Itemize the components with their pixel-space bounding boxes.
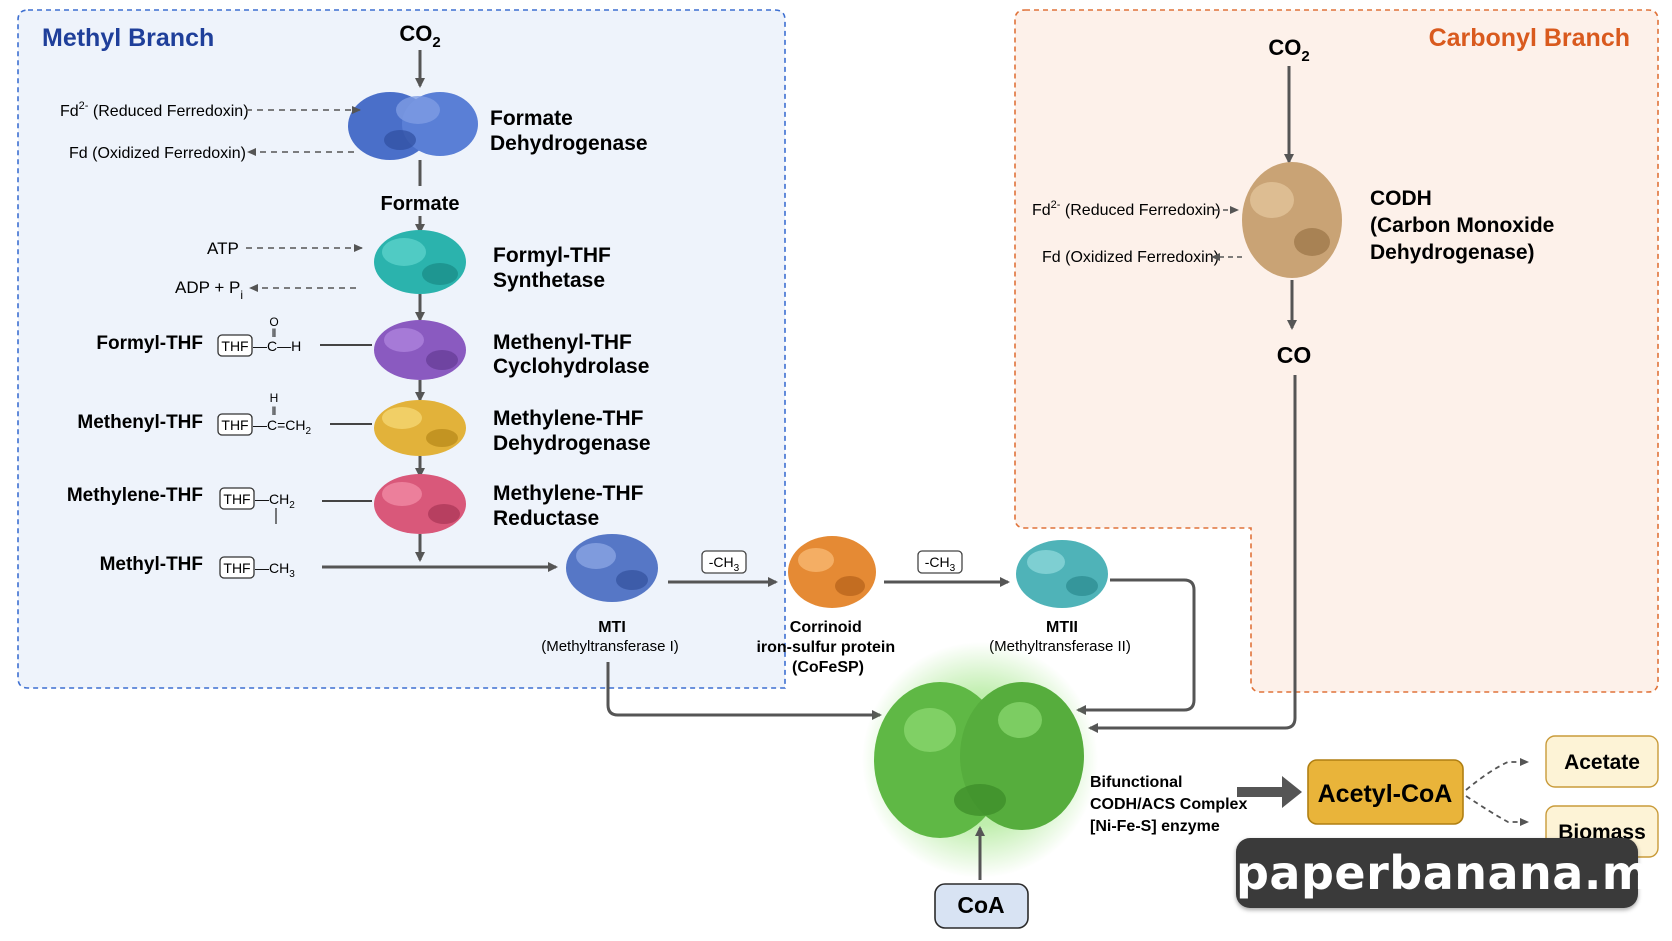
fts-label: Formyl-THF Synthetase	[493, 244, 617, 292]
formate-label: Formate	[381, 193, 460, 215]
adp-label: ADP + Pi	[175, 278, 243, 302]
intermediate-methylene-thf: Methylene-THF THF —CH2	[67, 485, 372, 524]
intermediate-formyl-thf: Formyl-THF THF O ‖ —C—H	[96, 315, 372, 357]
methyl-co2: CO2	[399, 21, 440, 51]
mti-enzyme	[566, 534, 658, 602]
carbonyl-fd-oxidized: Fd (Oxidized Ferredoxin)	[1042, 249, 1219, 266]
methyl-fd-reduced: Fd2- (Reduced Ferredoxin)	[60, 100, 249, 120]
thf-box: THF	[223, 491, 250, 507]
thf-box: THF	[221, 338, 248, 354]
cyclo-label: Methenyl-THF Cyclohydrolase	[493, 331, 649, 378]
arrow-mti-to-complex	[606, 662, 882, 720]
methylene-thf-reductase-enzyme	[374, 474, 466, 534]
carbonyl-branch-title: Carbonyl Branch	[1429, 24, 1630, 52]
coa-box	[934, 883, 1029, 929]
ch3-label-a: -CH3	[709, 554, 740, 574]
thf-box: THF	[223, 560, 250, 576]
intermediate-methyl-thf: Methyl-THF THF —CH3	[100, 554, 296, 580]
co-label: CO	[1277, 342, 1312, 368]
methyl-fd-oxidized: Fd (Oxidized Ferredoxin)	[69, 145, 246, 162]
arrow-acetyl-to-acetate	[1465, 758, 1529, 791]
mti-label: MTI	[598, 619, 626, 636]
carbonyl-o: O	[269, 315, 278, 329]
carbonyl-co2: CO2	[1268, 35, 1309, 65]
intermediate-name: Formyl-THF	[96, 333, 203, 354]
codh-label: CODH (Carbon Monoxide Dehydrogenase)	[1370, 187, 1560, 264]
cofesp-enzyme	[788, 536, 876, 608]
methyl-formula: —CH3	[255, 560, 295, 580]
codh-acs-complex-enzyme	[874, 682, 1084, 838]
cofesp-label: Corrinoid iron-sulfur protein (CoFeSP)	[756, 619, 899, 676]
thf-box: THF	[221, 417, 248, 433]
intermediate-methenyl-thf: Methenyl-THF THF H ‖ —C=CH2	[77, 391, 372, 437]
acetyl-coa-box	[1307, 759, 1464, 825]
methylene-formula: —CH2	[255, 491, 295, 511]
mthd-label: Methylene-THF Dehydrogenase	[493, 407, 651, 455]
acetyl-coa-label: Acetyl-CoA	[1318, 780, 1453, 808]
mtii-enzyme	[1016, 540, 1108, 608]
fdh-label: Formate Dehydrogenase	[490, 107, 648, 155]
mtii-label: MTII	[1046, 619, 1078, 636]
carbonyl-branch-region	[1014, 9, 1659, 693]
intermediate-name: Methyl-THF	[100, 554, 203, 575]
methylene-thf-dehydrogenase-enzyme	[374, 400, 466, 456]
coa-label: CoA	[957, 892, 1004, 918]
formyl-formula: —C—H	[253, 338, 301, 354]
complex-label: Bifunctional CODH/ACS Complex [Ni-Fe-S] …	[1090, 774, 1252, 835]
formate-dehydrogenase-enzyme	[348, 92, 478, 160]
acetate-label: Acetate	[1564, 751, 1640, 774]
arrow-mtii-to-complex	[1076, 578, 1196, 715]
arrow-co-to-complex	[1088, 375, 1297, 733]
double-bond-mark: ‖	[272, 326, 277, 340]
arrow-acetyl-to-biomass	[1465, 795, 1529, 826]
mthr-label: Methylene-THF Reductase	[493, 482, 649, 530]
ch3-tag-b	[917, 550, 963, 574]
intermediate-name: Methenyl-THF	[77, 412, 203, 433]
methenyl-formula: —C=CH2	[253, 417, 312, 437]
mti-full-label: (Methyltransferase I)	[541, 638, 679, 655]
acetate-box	[1545, 735, 1659, 788]
codh-enzyme	[1242, 162, 1342, 278]
methenyl-thf-cyclohydrolase-enzyme	[374, 320, 466, 380]
methyl-branch-title: Methyl Branch	[42, 24, 214, 52]
atp-label: ATP	[207, 239, 239, 258]
arrow-complex-to-acetyl-coa	[1237, 776, 1302, 808]
ch3-label-b: -CH3	[925, 554, 956, 574]
ch3-tag-a	[701, 550, 747, 574]
methenyl-h: H	[270, 391, 279, 405]
watermark: paperbanana.me	[1236, 838, 1672, 908]
intermediate-name: Methylene-THF	[67, 485, 203, 506]
carbonyl-fd-reduced: Fd2- (Reduced Ferredoxin)	[1032, 199, 1221, 219]
double-bond-mark: ‖	[272, 404, 277, 418]
formyl-thf-synthetase-enzyme	[374, 230, 466, 294]
